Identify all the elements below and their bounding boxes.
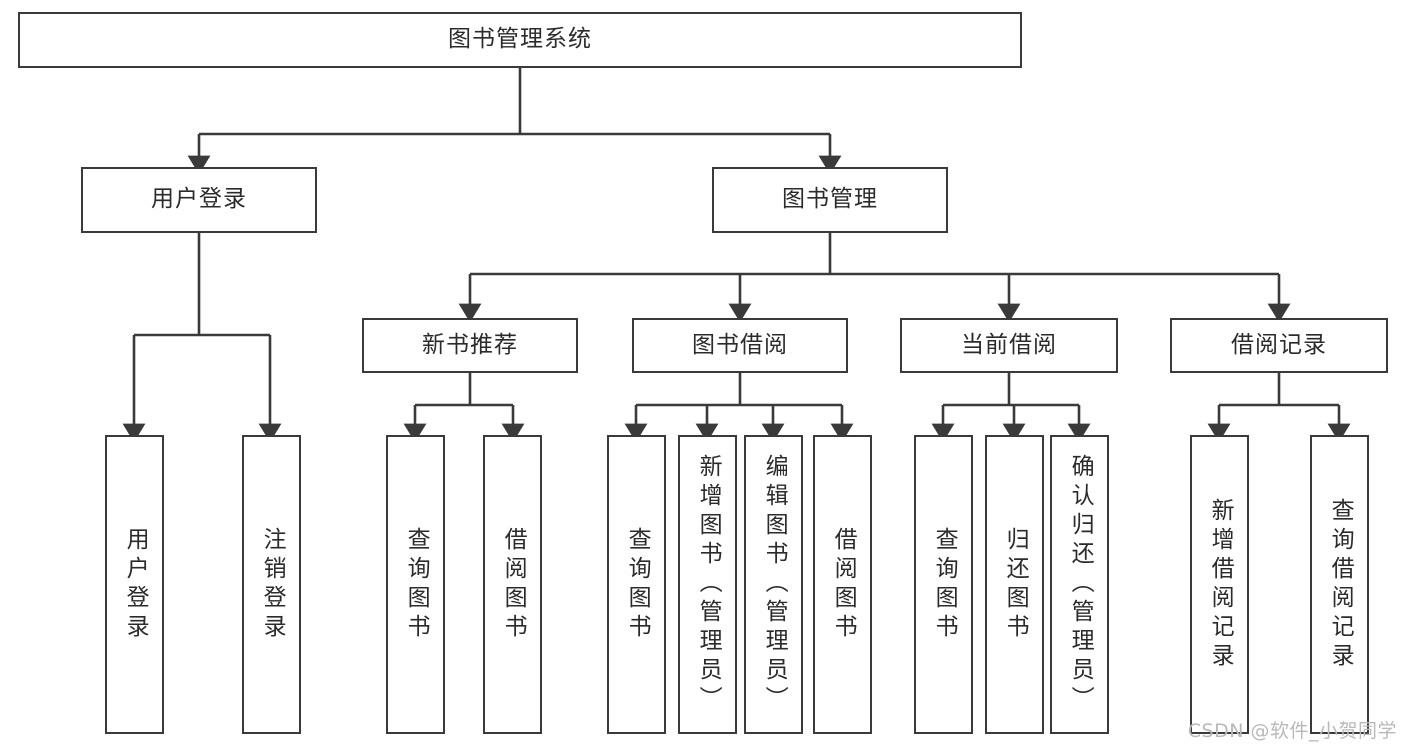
- leaf-logout-login[interactable]: 注销登录: [242, 435, 301, 734]
- leaf-user-login[interactable]: 用户登录: [105, 435, 164, 734]
- leaf-query-book-borrow[interactable]: 查询图书: [607, 435, 666, 734]
- node-user-login[interactable]: 用户登录: [81, 167, 317, 233]
- node-root-book-management-system[interactable]: 图书管理系统: [18, 12, 1022, 68]
- leaf-return-book[interactable]: 归还图书: [985, 435, 1044, 734]
- node-borrow-record[interactable]: 借阅记录: [1170, 318, 1388, 373]
- node-label: 新书推荐: [422, 331, 518, 358]
- node-label: 用户登录: [151, 186, 247, 213]
- node-label: 借阅记录: [1231, 331, 1327, 358]
- node-new-book-recommend[interactable]: 新书推荐: [362, 318, 578, 373]
- node-label: 借阅图书: [500, 526, 527, 643]
- node-label: 查询图书: [931, 526, 958, 643]
- leaf-query-book-recommend[interactable]: 查询图书: [386, 435, 445, 734]
- node-label: 借阅图书: [830, 526, 857, 643]
- leaf-edit-book-admin[interactable]: 编辑图书（管理员）: [744, 435, 803, 734]
- leaf-borrow-book-borrow[interactable]: 借阅图书: [813, 435, 872, 734]
- node-label: 编辑图书（管理员）: [761, 454, 788, 715]
- leaf-confirm-return-admin[interactable]: 确认归还（管理员）: [1050, 435, 1109, 734]
- node-label: 查询借阅记录: [1327, 497, 1354, 672]
- node-label: 新增借阅记录: [1207, 497, 1234, 672]
- node-book-manage[interactable]: 图书管理: [712, 167, 948, 233]
- node-label: 查询图书: [624, 526, 651, 643]
- leaf-query-book-current[interactable]: 查询图书: [914, 435, 973, 734]
- leaf-add-borrow-record[interactable]: 新增借阅记录: [1190, 435, 1249, 734]
- node-label: 图书管理系统: [448, 26, 592, 53]
- leaf-add-book-admin[interactable]: 新增图书（管理员）: [678, 435, 737, 734]
- node-label: 图书管理: [782, 186, 878, 213]
- node-book-borrow[interactable]: 图书借阅: [632, 318, 848, 373]
- node-label: 查询图书: [403, 526, 430, 643]
- node-label: 当前借阅: [961, 331, 1057, 358]
- node-label: 新增图书（管理员）: [695, 454, 722, 715]
- node-current-borrow[interactable]: 当前借阅: [900, 318, 1118, 373]
- node-label: 用户登录: [122, 526, 149, 643]
- leaf-query-borrow-record[interactable]: 查询借阅记录: [1310, 435, 1369, 734]
- csdn-watermark: CSDN @软件_小贺同学: [1187, 720, 1397, 742]
- leaf-borrow-book-recommend[interactable]: 借阅图书: [483, 435, 542, 734]
- node-label: 归还图书: [1002, 526, 1029, 643]
- node-label: 图书借阅: [692, 331, 788, 358]
- node-label: 确认归还（管理员）: [1067, 454, 1094, 715]
- node-label: 注销登录: [259, 526, 286, 643]
